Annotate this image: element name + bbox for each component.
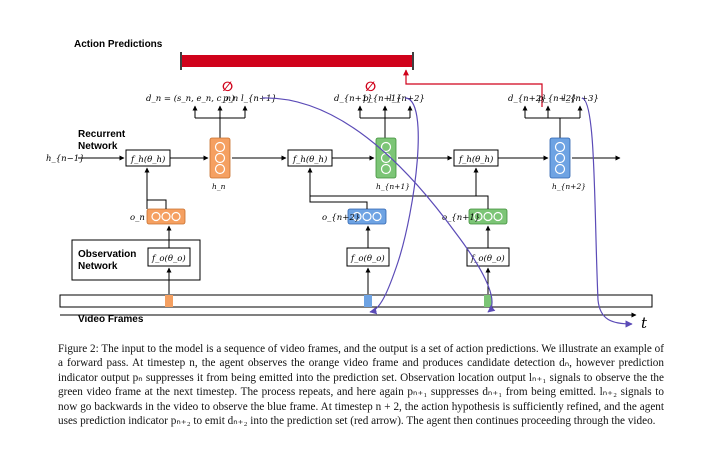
figure-caption: Figure 2: The input to the model is a se… xyxy=(58,343,664,428)
recurrent-cell: f_h(θ_h) xyxy=(125,149,171,167)
output-l-n2: l_{n+2} xyxy=(389,94,425,104)
video-frame-blue xyxy=(364,295,372,307)
output-p-n: p_n xyxy=(223,94,238,104)
video-frame-orange xyxy=(165,295,173,307)
output-d-n: d_n = (s_n, e_n, c_n) xyxy=(146,93,234,104)
output-p-n2: p_{n+2} xyxy=(538,94,577,104)
output-d-n2: d_{n+2} xyxy=(508,94,547,104)
recurrent-network-label: Recurrent xyxy=(78,129,126,140)
recurrent-cell: f_h(θ_h) xyxy=(287,149,333,167)
output-l-n3: l_{n+3} xyxy=(563,94,599,104)
recurrent-fn: f_h(θ_h) xyxy=(292,154,327,165)
observation-network-box xyxy=(71,239,201,281)
hidden-state-column xyxy=(549,137,571,179)
observation-label: o_n xyxy=(130,213,145,223)
hidden-state-column xyxy=(375,137,397,179)
observation-flow xyxy=(166,225,491,294)
observation-fn-box: f_o(θ_o) xyxy=(346,247,390,267)
observation-network-label: Network xyxy=(78,261,118,272)
observation-to-recurrent xyxy=(144,167,489,209)
recurrent-cell: f_h(θ_h) xyxy=(453,149,499,167)
observation-network-label: Observation xyxy=(78,249,136,260)
prediction-set-bracket xyxy=(180,52,414,70)
suppressed-icon: ∅ xyxy=(222,80,233,95)
output-arrows xyxy=(192,106,583,138)
output-d-n1: d_{n+1} xyxy=(334,94,373,104)
h-prev-label: h_{n−1} xyxy=(46,154,85,164)
hidden-state-label: h_n xyxy=(212,182,226,191)
hidden-state-label: h_{n+1} xyxy=(376,182,410,191)
observation-fn-box: f_o(θ_o) xyxy=(147,247,191,267)
video-frame-green xyxy=(484,295,492,307)
prediction-set-bar xyxy=(182,55,412,67)
observation-fn: f_o(θ_o) xyxy=(151,253,186,264)
action-predictions-label: Action Predictions xyxy=(74,39,163,50)
hidden-state-column xyxy=(209,137,231,179)
observation-fn: f_o(θ_o) xyxy=(350,253,385,264)
recurrent-fn: f_h(θ_h) xyxy=(458,154,493,165)
suppressed-icon: ∅ xyxy=(365,80,376,95)
video-frames-bar xyxy=(59,294,653,308)
observation-label: o_{n+2} xyxy=(322,213,360,223)
recurrent-network-label: Network xyxy=(78,141,118,152)
time-axis-label: t xyxy=(641,314,648,332)
hidden-state-label: h_{n+2} xyxy=(552,182,586,191)
observation-location-curves xyxy=(261,97,633,328)
video-frames-label: Video Frames xyxy=(78,314,144,325)
emit-arrow xyxy=(403,69,543,107)
model-diagram: Action Predictions ∅ ∅ d_n = (s_n, e_n, … xyxy=(46,39,653,332)
output-l-n1: l_{n+1} xyxy=(241,94,277,104)
recurrent-fn: f_h(θ_h) xyxy=(130,154,165,165)
observation-vector xyxy=(146,208,186,225)
observation-label: o_{n+1} xyxy=(442,213,480,223)
observation-fn: f_o(θ_o) xyxy=(470,253,505,264)
output-p-n1: p_{n+1} xyxy=(363,94,402,104)
